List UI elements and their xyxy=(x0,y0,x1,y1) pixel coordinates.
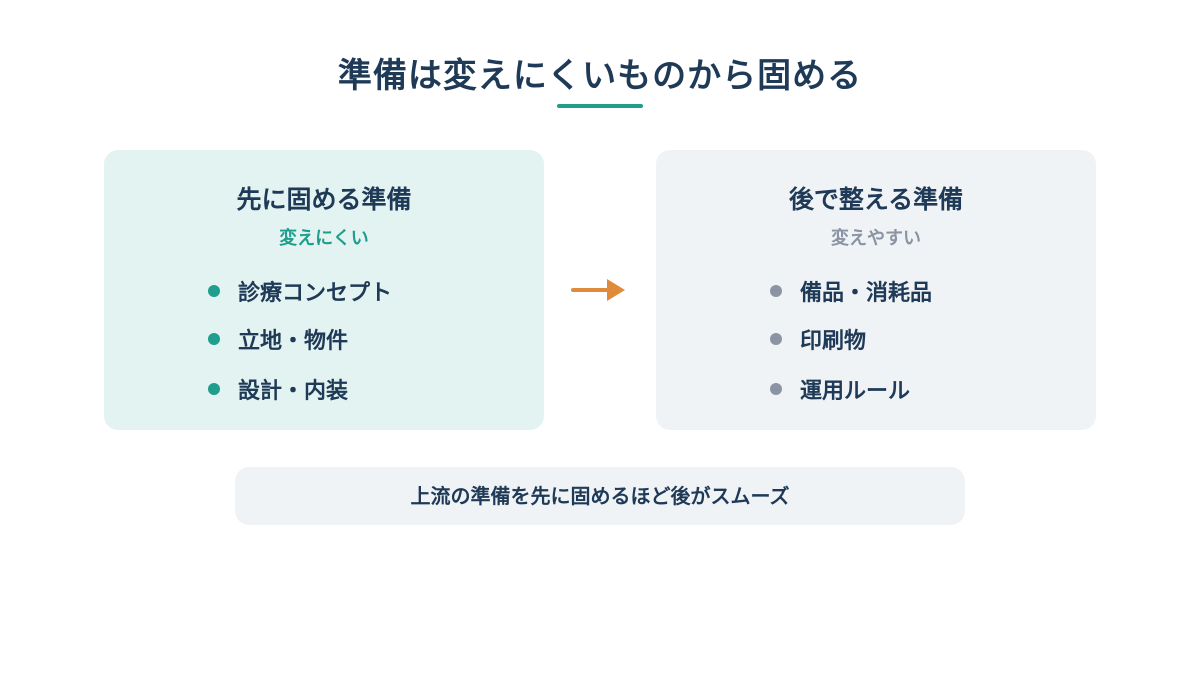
summary-banner: 上流の準備を先に固めるほど後がスムーズ xyxy=(235,467,965,525)
list-item: 印刷物 xyxy=(770,324,866,354)
list-item-label: 印刷物 xyxy=(800,329,867,354)
list-item-label: 診療コンセプト xyxy=(238,281,393,306)
list-item-label: 設計・内装 xyxy=(238,379,349,404)
list-item: 設計・内装 xyxy=(208,374,348,404)
bullet-dot-icon xyxy=(770,333,782,345)
bullet-dot-icon xyxy=(770,383,782,395)
list-item-label: 備品・消耗品 xyxy=(800,281,933,306)
right-arrow-icon xyxy=(571,279,625,301)
bullet-dot-icon xyxy=(208,285,220,297)
bullet-dot-icon xyxy=(770,285,782,297)
list-item: 運用ルール xyxy=(770,374,910,404)
early-card-subtitle: 変えにくい xyxy=(279,228,369,249)
later-card-subtitle: 変えやすい xyxy=(831,228,921,249)
later-preparation-card: 後で整える準備 変えやすい 備品・消耗品 印刷物 運用ルール xyxy=(656,150,1096,430)
bullet-dot-icon xyxy=(208,383,220,395)
early-preparation-card: 先に固める準備 変えにくい 診療コンセプト 立地・物件 設計・内装 xyxy=(104,150,544,430)
list-item: 備品・消耗品 xyxy=(770,276,932,306)
page-title: 準備は変えにくいものから固める xyxy=(337,56,863,96)
early-card-title: 先に固める準備 xyxy=(236,185,412,214)
list-item-label: 立地・物件 xyxy=(238,329,349,354)
later-card-title: 後で整える準備 xyxy=(788,185,964,214)
bullet-dot-icon xyxy=(208,333,220,345)
list-item: 診療コンセプト xyxy=(208,276,392,306)
list-item: 立地・物件 xyxy=(208,324,348,354)
title-underline xyxy=(557,104,643,108)
list-item-label: 運用ルール xyxy=(800,379,911,404)
